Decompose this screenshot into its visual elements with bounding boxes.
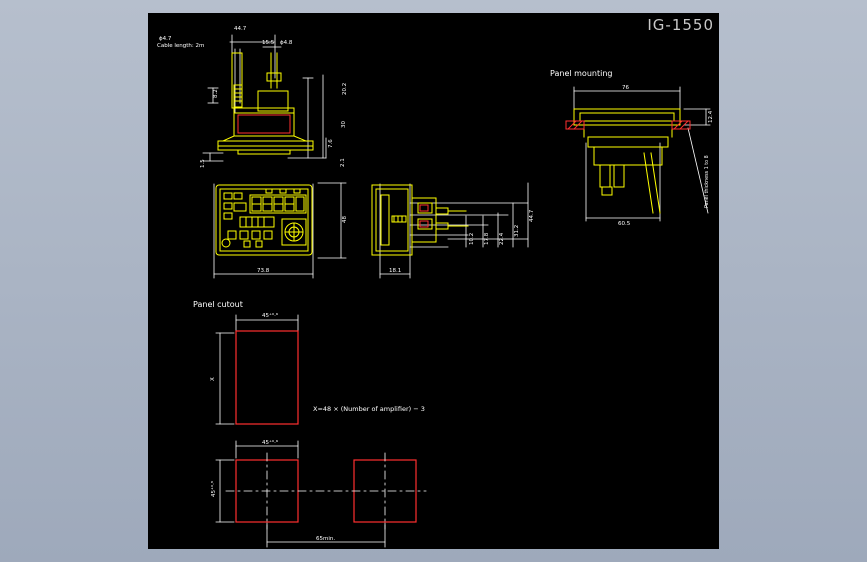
mount-thickness-label: 12.4 (708, 110, 714, 123)
drawing-canvas[interactable]: IG-1550 (148, 13, 719, 549)
dim-2-1-label: 2.1 (340, 158, 346, 167)
dim-15-5-label: 15.5 (262, 40, 275, 46)
dim-8-2-label: 8.2 (213, 89, 219, 98)
front-view: 73.8 48 (213, 182, 348, 279)
mount-width-label: 76 (622, 85, 629, 91)
side-view-2: 10.2 17.8 22.4 31.2 44.7 18.1 (371, 182, 535, 279)
width-top-label: 44.7 (234, 26, 247, 32)
cutout-pitch-label: 65min. (316, 536, 335, 542)
cutout-x-label: X (210, 377, 216, 381)
mount-width-bottom-label: 60.5 (618, 221, 631, 227)
dim-31-2-label: 31.2 (514, 225, 520, 237)
panel-mounting-view: Panel mounting (550, 69, 714, 227)
dim-10-2-label: 10.2 (469, 233, 475, 245)
dia-4-8-label: ϕ4.8 (280, 40, 293, 46)
dim-18-1-label: 18.1 (389, 268, 401, 274)
panel-cutout-label: Panel cutout (193, 300, 243, 309)
dim-44-7-label: 44.7 (529, 209, 535, 222)
front-width-label: 73.8 (257, 268, 270, 274)
dim-22-4-label: 22.4 (499, 232, 505, 245)
technical-drawing: IG-1550 (157, 16, 714, 548)
cutout-width-2-label: 45⁺⁰·⁶ (262, 439, 279, 446)
cutout-width-label: 45⁺⁰·⁶ (262, 312, 279, 319)
cable-note-label: Cable length: 2m (157, 43, 204, 49)
cutout-formula: X=48 × (Number of amplifier) − 3 (313, 405, 425, 413)
cable-dia-label: ϕ4.7 (159, 36, 172, 42)
panel-cutout-view: Panel cutout (193, 300, 427, 548)
dim-30-label: 30 (341, 121, 347, 128)
drawing-title: IG-1550 (647, 16, 714, 34)
panel-thickness-note: Panel thickness 1 to 8 (704, 155, 710, 208)
dim-1-5-label: 1.5 (200, 159, 206, 168)
side-view: ϕ4.7 Cable length: 2m 44.7 15.5 ϕ4.8 8.2… (157, 26, 348, 168)
front-height-label: 48 (342, 216, 348, 223)
dim-17-8-label: 17.8 (484, 232, 490, 245)
cutout-height-label: 45⁺⁰·⁶ (210, 480, 217, 497)
dim-20-2-label: 20.2 (342, 83, 348, 95)
dim-7-6-label: 7.6 (328, 139, 334, 148)
panel-mounting-label: Panel mounting (550, 69, 612, 78)
